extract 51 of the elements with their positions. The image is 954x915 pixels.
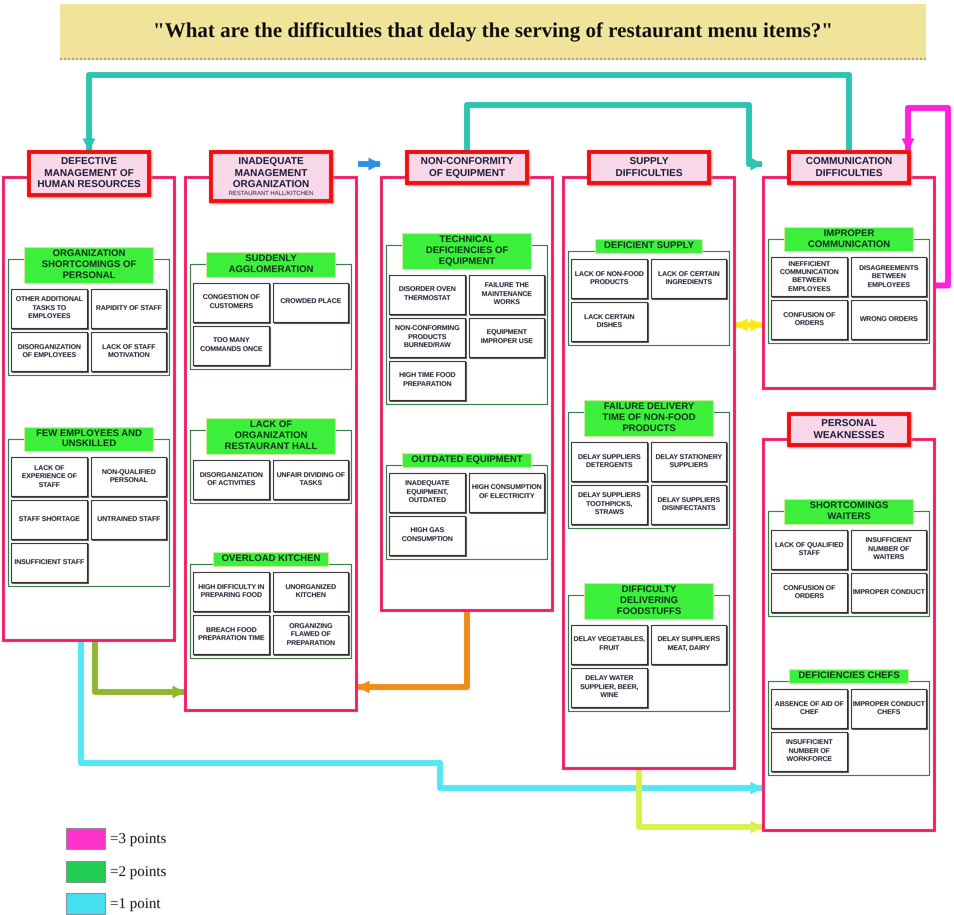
arrow	[358, 158, 382, 170]
category-title: INADEQUATE MANAGEMENT ORGANIZATION	[232, 156, 310, 190]
subcategory-heading: TECHNICAL DEFICIENCIES OF EQUIPMENT	[402, 233, 532, 270]
subcategory-group	[386, 452, 548, 560]
arrow	[464, 102, 764, 170]
arrow	[356, 612, 470, 694]
category-title: COMMUNICATION DIFFICULTIES	[804, 156, 894, 179]
subcategory-group	[568, 583, 730, 712]
subcategory-heading: SHORTCOMINGS WAITERS	[784, 499, 914, 525]
category-panel	[762, 412, 936, 832]
arrow	[82, 72, 852, 152]
subcategory-group	[568, 239, 730, 346]
subcategory-heading: OUTDATED EQUIPMENT	[402, 452, 532, 468]
category-title: DEFECTIVE MANAGEMENT OF HUMAN RESOURCES	[36, 156, 142, 190]
category-panel	[762, 150, 936, 390]
subcategory-heading: FAILURE DELIVERY TIME OF NON-FOOD PRODUCTS	[584, 400, 714, 437]
subcategory-heading: ORGANIZATION SHORTCOMINGS OF PERSONAL	[24, 247, 154, 284]
category-panel	[380, 150, 554, 612]
legend-label: =3 points	[110, 830, 166, 849]
subcategory-group	[386, 233, 548, 405]
subcategory-heading: DEFICIENCIES CHEFS	[789, 669, 909, 684]
arrow	[78, 642, 764, 794]
arrow	[902, 105, 951, 288]
category-panel	[184, 150, 358, 712]
category-title: SUPPLY DIFFICULTIES	[614, 156, 684, 179]
subcategory-group	[8, 247, 170, 376]
legend-label: =2 points	[110, 862, 166, 882]
subcategory-heading: SUDDENLY AGGLOMERATION	[206, 252, 336, 278]
arrow	[734, 318, 764, 332]
subcategory-group	[8, 426, 170, 588]
subcategory-heading: DIFFICULTY DELIVERING FOODSTUFFS	[584, 583, 714, 620]
question-banner: "What are the difficulties that delay the serving of restaurant menu items?"	[60, 4, 926, 60]
arrow	[92, 642, 186, 698]
subcategory-group	[190, 418, 352, 504]
subcategory-group	[190, 252, 352, 370]
category-panel	[562, 150, 736, 770]
subcategory-heading: DEFICIENT SUPPLY	[595, 239, 703, 254]
subcategory-heading: LACK OF ORGANIZATION RESTAURANT HALL	[206, 418, 336, 455]
category-title: PERSONAL WEAKNESSES	[812, 418, 886, 441]
category-panel	[2, 150, 176, 642]
category-title: NON-CONFORMITY OF EQUIPMENT	[420, 156, 514, 179]
subcategory-group	[768, 226, 930, 344]
legend-label: =1 point	[110, 895, 161, 914]
subcategory-heading: FEW EMPLOYEES AND UNSKILLED	[24, 426, 154, 452]
subcategory-group	[568, 400, 730, 529]
subcategory-group	[190, 552, 352, 660]
subcategory-heading: IMPROPER COMMUNICATION	[784, 226, 914, 252]
subcategory-group	[768, 499, 930, 617]
arrow	[636, 770, 764, 834]
subcategory-group	[768, 669, 930, 776]
subcategory-heading: OVERLOAD KITCHEN	[212, 552, 330, 568]
